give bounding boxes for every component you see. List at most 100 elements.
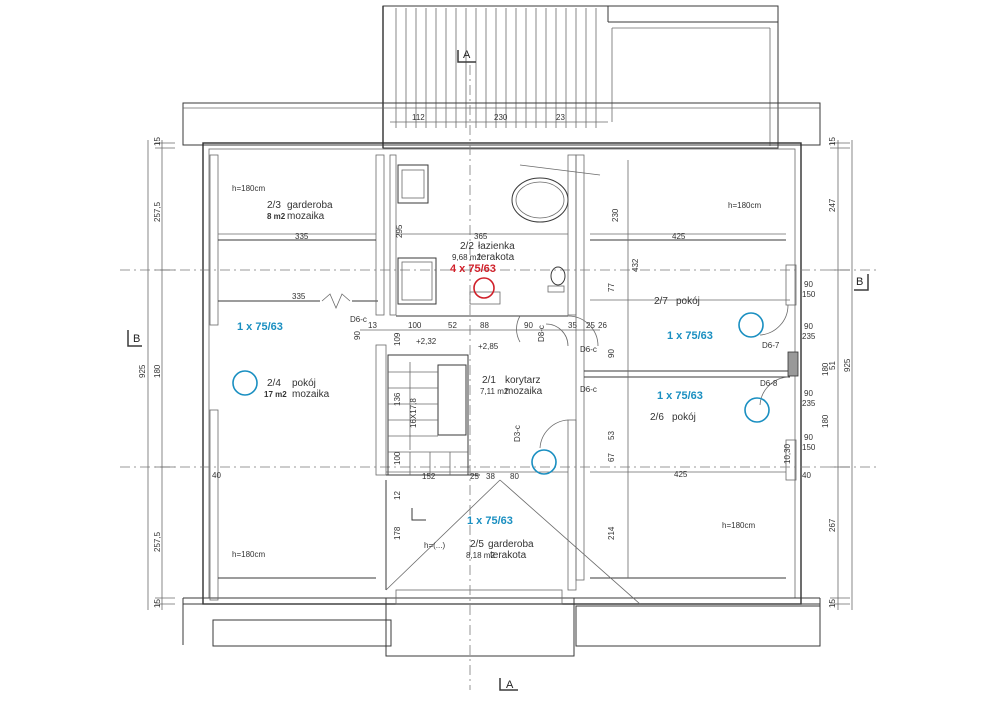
svg-text:25: 25: [586, 321, 595, 330]
svg-text:garderoba: garderoba: [287, 200, 333, 211]
svg-text:77: 77: [607, 283, 616, 292]
svg-text:korytarz: korytarz: [505, 375, 541, 386]
svg-text:2/2: 2/2: [460, 241, 474, 252]
svg-text:D8-c: D8-c: [537, 325, 546, 342]
svg-text:1 x 75/63: 1 x 75/63: [657, 390, 703, 402]
svg-text:267: 267: [828, 518, 837, 532]
svg-text:9,68 m2: 9,68 m2: [452, 253, 481, 262]
annotation-room-2-7: 1 x 75/63: [667, 312, 764, 342]
svg-text:mozaika: mozaika: [287, 211, 325, 222]
svg-text:40: 40: [802, 471, 811, 480]
interior-walls: [209, 154, 799, 601]
svg-text:425: 425: [674, 470, 688, 479]
svg-text:1 x 75/63: 1 x 75/63: [467, 515, 513, 527]
svg-text:12: 12: [393, 491, 402, 500]
room-label-2-1: 2/1 korytarz 7,11 m2 mozaika: [480, 375, 543, 397]
svg-text:A: A: [506, 679, 514, 691]
svg-text:150: 150: [802, 290, 816, 299]
svg-text:D3-c: D3-c: [513, 425, 522, 442]
svg-text:230: 230: [494, 113, 508, 122]
svg-text:10,30: 10,30: [783, 443, 792, 464]
svg-text:D6-8: D6-8: [760, 379, 778, 388]
svg-text:2/7: 2/7: [654, 296, 668, 307]
svg-text:15: 15: [828, 137, 837, 146]
svg-text:15: 15: [828, 599, 837, 608]
svg-text:80: 80: [510, 472, 519, 481]
balcony-railing: [395, 8, 597, 128]
annotation-bath: 4 x 75/63: [450, 263, 496, 299]
svg-text:8,18 m2: 8,18 m2: [466, 551, 495, 560]
svg-text:257,5: 257,5: [153, 531, 162, 552]
roof-eaves: [182, 102, 821, 146]
svg-text:pokój: pokój: [672, 412, 696, 423]
annotation-room-2-5: 1 x 75/63: [467, 449, 557, 527]
svg-text:2/6: 2/6: [650, 412, 664, 423]
svg-text:90: 90: [524, 321, 533, 330]
svg-text:D6-c: D6-c: [350, 315, 367, 324]
bathroom-fixtures: [397, 164, 569, 305]
annotation-room-2-6: 1 x 75/63: [657, 390, 770, 423]
svg-text:178: 178: [393, 526, 402, 540]
section-marker-b-left: B: [127, 330, 142, 347]
doors: [321, 293, 789, 449]
svg-text:1 x 75/63: 1 x 75/63: [667, 330, 713, 342]
svg-text:230: 230: [611, 208, 620, 222]
svg-text:D6-c: D6-c: [580, 385, 597, 394]
svg-text:B: B: [856, 276, 863, 288]
svg-text:17 m2: 17 m2: [264, 390, 287, 399]
annotation-room-2-4: 1 x 75/63: [232, 321, 283, 396]
svg-text:2/1: 2/1: [482, 375, 496, 386]
svg-text:1 x 75/63: 1 x 75/63: [237, 321, 283, 333]
svg-text:2/3: 2/3: [267, 200, 281, 211]
svg-text:150: 150: [802, 443, 816, 452]
dimension-lines: [147, 121, 853, 610]
svg-text:100: 100: [393, 451, 402, 465]
svg-text:40: 40: [212, 471, 221, 480]
svg-text:2/5: 2/5: [470, 539, 484, 550]
svg-text:h=(...): h=(...): [424, 541, 445, 550]
svg-text:15: 15: [153, 137, 162, 146]
svg-text:88: 88: [480, 321, 489, 330]
svg-text:180: 180: [153, 364, 162, 378]
door-codes: D6-c D6-c D6-c D3-c D6-7 D6-8 D8-c: [350, 315, 780, 442]
height-label: h=180cm: [728, 201, 761, 210]
svg-text:90: 90: [804, 280, 813, 289]
room-label-2-5: 2/5 garderoba 8,18 m2 terakota: [466, 539, 534, 561]
svg-text:432: 432: [631, 258, 640, 272]
svg-text:terakota: terakota: [490, 550, 527, 561]
room-label-2-2: 2/2 łazienka 9,68 m2 terakota: [452, 241, 515, 263]
svg-text:136: 136: [393, 392, 402, 406]
svg-text:D6-c: D6-c: [580, 345, 597, 354]
axis-lines: [120, 65, 880, 690]
stair-label: 16X17,8 h=(...): [409, 398, 445, 550]
svg-text:+2,32: +2,32: [416, 337, 437, 346]
room-label-2-4: 2/4 pokój 17 m2 mozaika: [264, 378, 330, 400]
outer-walls: [182, 142, 821, 657]
svg-text:365: 365: [474, 232, 488, 241]
svg-text:7,11 m2: 7,11 m2: [480, 387, 509, 396]
section-marker-a-top: A: [457, 49, 476, 63]
svg-text:51: 51: [828, 361, 837, 370]
svg-text:90: 90: [353, 331, 362, 340]
bottom-corner-mark: [411, 508, 426, 521]
svg-text:2/4: 2/4: [267, 378, 281, 389]
svg-text:pokój: pokój: [292, 378, 316, 389]
svg-text:335: 335: [292, 292, 306, 301]
svg-text:38: 38: [486, 472, 495, 481]
svg-text:112: 112: [412, 113, 425, 122]
balcony: [382, 5, 779, 149]
svg-text:180: 180: [821, 362, 830, 376]
section-marker-a-bottom: A: [499, 678, 518, 691]
svg-text:26: 26: [598, 321, 607, 330]
svg-text:295: 295: [395, 224, 404, 238]
svg-text:35: 35: [568, 321, 577, 330]
svg-text:łazienka: łazienka: [478, 241, 515, 252]
svg-text:67: 67: [607, 453, 616, 462]
svg-text:B: B: [133, 333, 140, 345]
height-label: h=180cm: [232, 550, 265, 559]
svg-text:925: 925: [843, 358, 852, 372]
svg-text:4 x 75/63: 4 x 75/63: [450, 263, 496, 275]
svg-text:52: 52: [448, 321, 457, 330]
svg-text:90: 90: [804, 322, 813, 331]
